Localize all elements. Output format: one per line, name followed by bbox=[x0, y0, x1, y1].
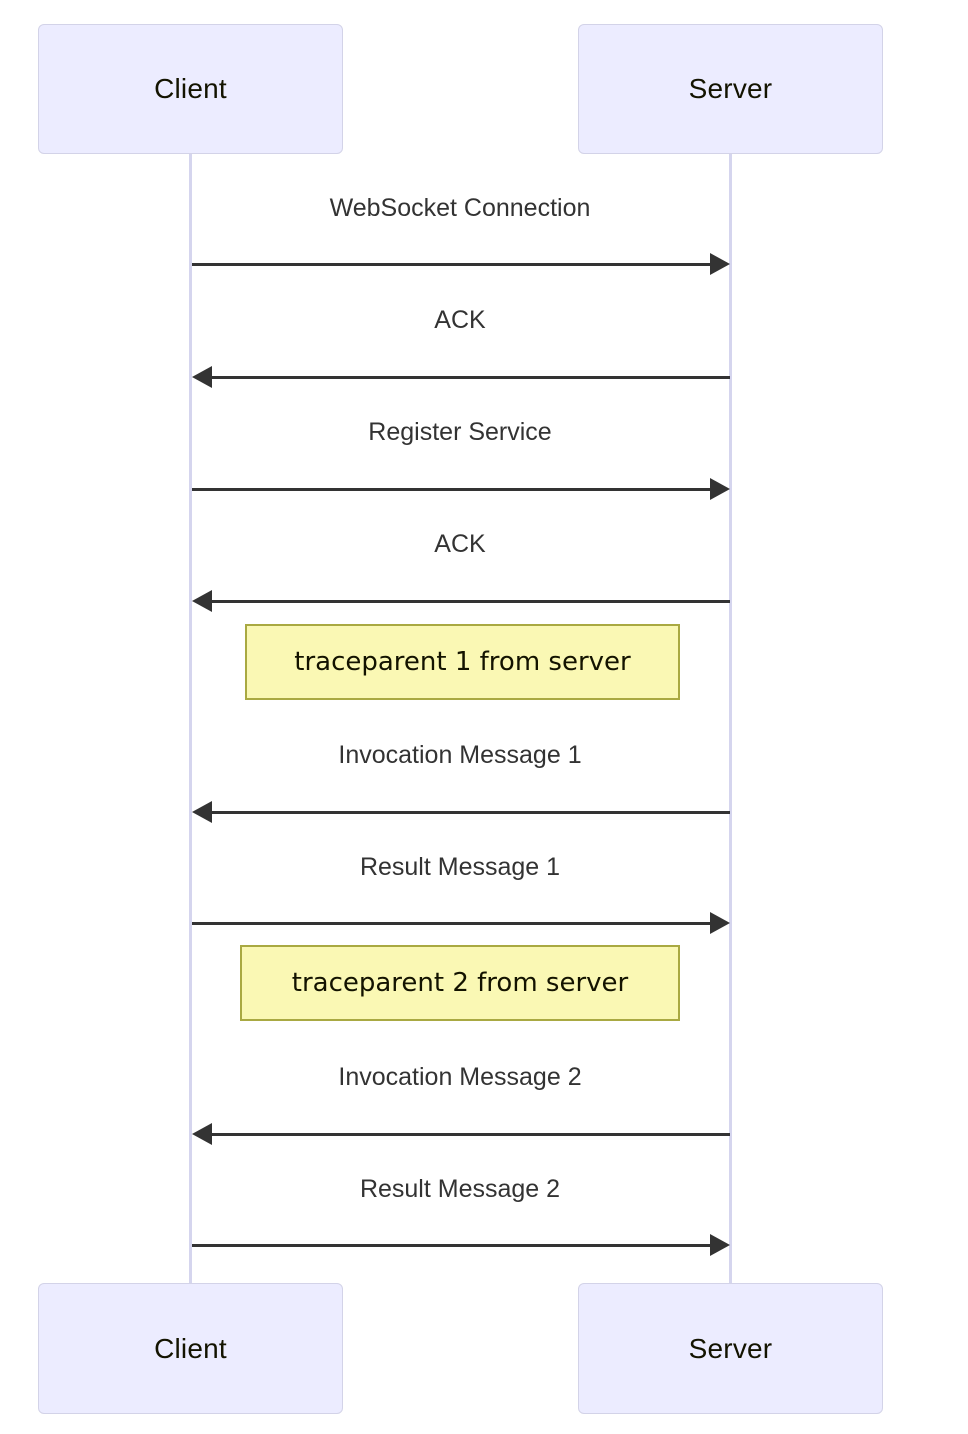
message-label-invocation-message-1: Invocation Message 1 bbox=[338, 741, 582, 769]
message-line-ack-2 bbox=[212, 600, 730, 603]
message-arrowhead-invocation-message-2 bbox=[192, 1123, 212, 1145]
message-arrowhead-invocation-message-1 bbox=[192, 801, 212, 823]
message-arrowhead-ack-2 bbox=[192, 590, 212, 612]
message-arrowhead-register-service bbox=[710, 478, 730, 500]
actor-box-server-top[interactable]: Server bbox=[578, 24, 883, 154]
note-text-traceparent-1: traceparent 1 from server bbox=[294, 647, 631, 677]
lifeline-client bbox=[189, 154, 192, 1284]
actor-box-client-top[interactable]: Client bbox=[38, 24, 343, 154]
actor-box-server-bottom[interactable]: Server bbox=[578, 1283, 883, 1414]
message-label-invocation-message-2: Invocation Message 2 bbox=[338, 1063, 582, 1091]
note-box-traceparent-2[interactable]: traceparent 2 from server bbox=[240, 945, 680, 1021]
message-line-register-service bbox=[192, 488, 710, 491]
message-label-ack-1: ACK bbox=[434, 306, 486, 334]
actor-label-client-top: Client bbox=[154, 73, 227, 104]
actor-label-server-top: Server bbox=[688, 73, 773, 104]
message-arrowhead-ack-1 bbox=[192, 366, 212, 388]
message-label-register-service: Register Service bbox=[368, 418, 552, 446]
message-line-invocation-message-1 bbox=[212, 811, 730, 814]
note-text-traceparent-2: traceparent 2 from server bbox=[291, 968, 629, 998]
message-arrowhead-result-message-1 bbox=[710, 912, 730, 934]
message-label-websocket-connection: WebSocket Connection bbox=[329, 194, 591, 222]
message-label-ack-2: ACK bbox=[434, 530, 486, 558]
message-line-ack-1 bbox=[212, 376, 730, 379]
message-label-result-message-2: Result Message 2 bbox=[359, 1175, 561, 1203]
message-arrowhead-websocket-connection bbox=[710, 253, 730, 275]
actor-label-server-bottom: Server bbox=[688, 1332, 773, 1364]
message-line-result-message-2 bbox=[192, 1244, 710, 1247]
lifeline-server bbox=[729, 154, 732, 1284]
message-label-result-message-1: Result Message 1 bbox=[359, 853, 561, 881]
actor-box-client-bottom[interactable]: Client bbox=[38, 1283, 343, 1414]
message-line-websocket-connection bbox=[192, 263, 710, 266]
note-box-traceparent-1[interactable]: traceparent 1 from server bbox=[245, 624, 680, 700]
message-line-result-message-1 bbox=[192, 922, 710, 925]
actor-label-client-bottom: Client bbox=[154, 1332, 227, 1364]
message-arrowhead-result-message-2 bbox=[710, 1234, 730, 1256]
message-line-invocation-message-2 bbox=[212, 1133, 730, 1136]
